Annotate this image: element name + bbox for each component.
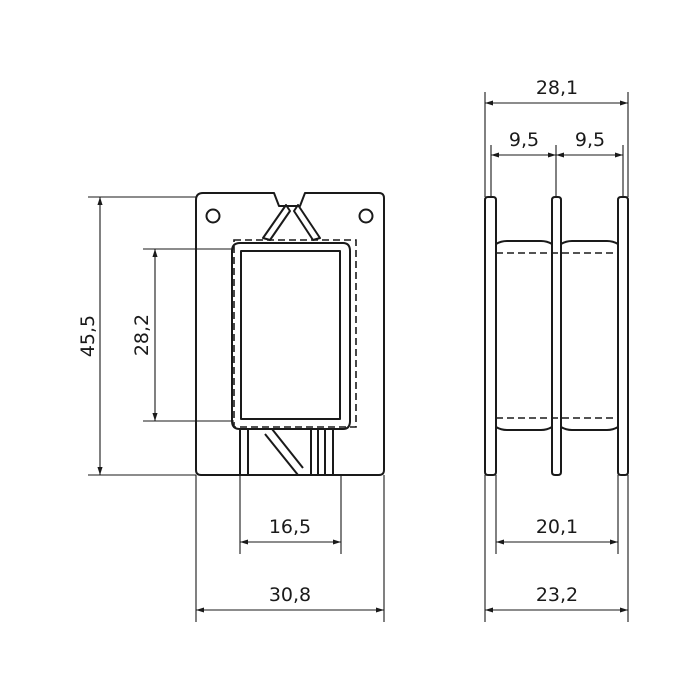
- pin-1: [239, 429, 249, 475]
- front-dimensions: 45,5 28,2 16,5 30,8: [77, 196, 385, 622]
- dim-section-right-label: 9,5: [575, 129, 605, 151]
- dim-window-height-label: 28,2: [131, 314, 153, 356]
- dim-height-label: 45,5: [77, 315, 99, 357]
- top-clip-right: [293, 204, 321, 241]
- side-dimensions: 28,1 9,5 9,5 20,1 23,2: [484, 77, 629, 622]
- bottom-pins: [239, 428, 334, 476]
- pin-3: [324, 429, 334, 475]
- window-opening: [240, 250, 341, 420]
- side-view: [484, 196, 629, 476]
- body-bottom-left: [495, 426, 553, 431]
- hidden-core-outline: [233, 239, 357, 428]
- top-clip-left: [262, 204, 291, 241]
- body-bottom-right: [560, 426, 619, 431]
- body-top-left: [495, 240, 553, 245]
- pin-2: [310, 429, 319, 475]
- mounting-hole-left: [205, 208, 221, 224]
- body-top-right: [560, 240, 619, 245]
- pin-diagonal: [264, 428, 304, 476]
- dim-window-width-label: 16,5: [269, 516, 311, 538]
- window-flange: [231, 242, 351, 430]
- dim-width-label: 30,8: [269, 584, 311, 606]
- flange-right: [617, 196, 629, 476]
- dim-flange-width-label: 23,2: [536, 584, 578, 606]
- front-view: [195, 192, 385, 476]
- front-frame-outline: [195, 192, 385, 476]
- flange-middle: [551, 196, 562, 476]
- dim-inner-width-label: 20,1: [536, 516, 578, 538]
- flange-left: [484, 196, 497, 476]
- dim-section-left-label: 9,5: [509, 129, 539, 151]
- dim-side-width-label: 28,1: [536, 77, 578, 99]
- mounting-hole-right: [358, 208, 374, 224]
